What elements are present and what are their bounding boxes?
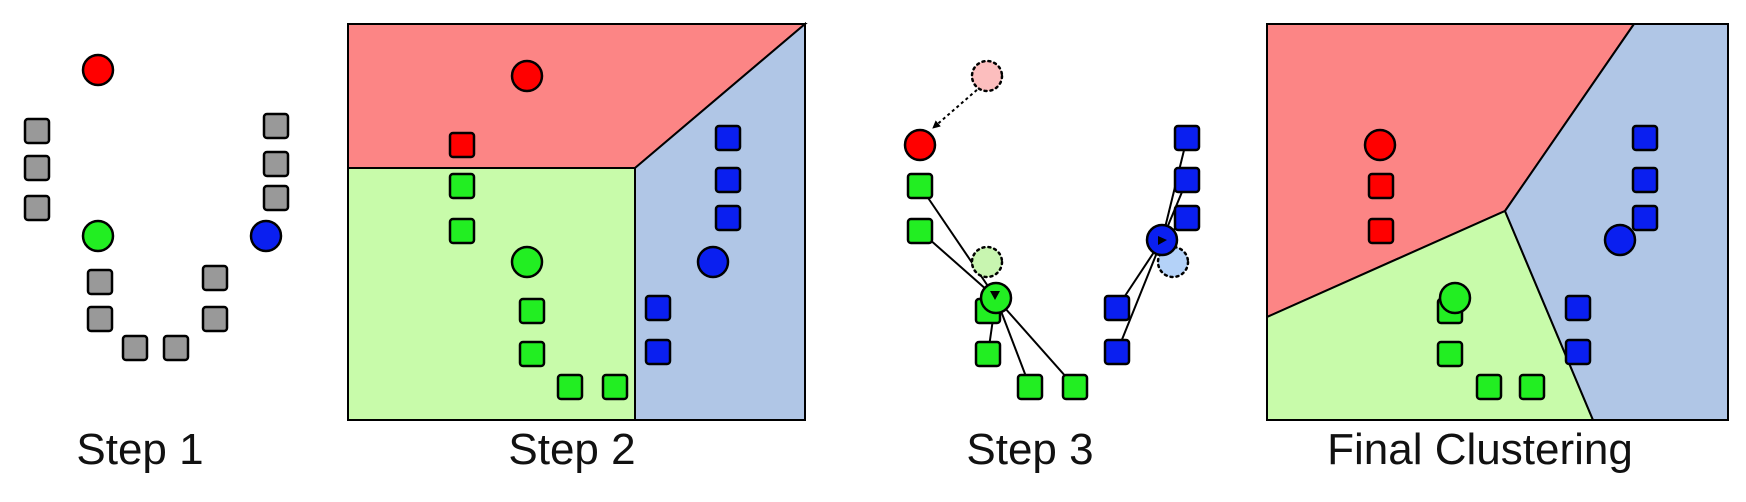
red-data-point — [448, 131, 476, 159]
plot-frame — [1266, 23, 1729, 421]
gray-data-point — [262, 112, 290, 140]
blue-data-point — [714, 204, 742, 232]
blue-data-point — [1631, 166, 1659, 194]
blue-data-point — [1103, 338, 1131, 366]
previous-red-centroid — [970, 59, 1004, 93]
green-data-point — [448, 172, 476, 200]
green-data-point — [1475, 373, 1503, 401]
gray-data-point — [23, 117, 51, 145]
blue-data-point — [644, 338, 672, 366]
assignment-line — [1116, 239, 1163, 353]
gray-data-point — [262, 184, 290, 212]
caption-step-1: Step 1 — [76, 425, 204, 474]
assignment-line — [995, 297, 1076, 388]
blue-data-point — [644, 294, 672, 322]
gray-data-point — [86, 268, 114, 296]
red-centroid — [81, 53, 115, 87]
caption-final-clustering: Final Clustering — [1327, 425, 1633, 474]
gray-data-point — [23, 154, 51, 182]
gray-data-point — [23, 194, 51, 222]
red-centroid — [1363, 128, 1397, 162]
blue-data-point — [1564, 338, 1592, 366]
plot-frame — [347, 23, 806, 421]
green-data-point — [1061, 373, 1089, 401]
gray-data-point — [201, 264, 229, 292]
gray-data-point — [162, 334, 190, 362]
blue-centroid — [1603, 223, 1637, 257]
green-data-point — [1518, 373, 1546, 401]
panel-step-3 — [903, 59, 1201, 401]
blue-data-point — [714, 124, 742, 152]
caption-step-2: Step 2 — [508, 425, 636, 474]
red-centroid — [510, 59, 544, 93]
blue-centroid — [249, 219, 283, 253]
green-centroid — [1438, 281, 1472, 315]
green-centroid — [510, 245, 544, 279]
red-data-point — [1367, 172, 1395, 200]
blue-centroid — [696, 245, 730, 279]
blue-data-point — [1631, 124, 1659, 152]
green-data-point — [1436, 340, 1464, 368]
green-data-point — [601, 373, 629, 401]
previous-green-centroid — [970, 245, 1004, 279]
green-centroid-move-arrow — [990, 291, 1000, 300]
green-data-point — [448, 217, 476, 245]
green-data-point — [518, 340, 546, 368]
blue-data-point — [714, 166, 742, 194]
green-cluster-region — [347, 167, 636, 421]
panel-step-1 — [23, 53, 290, 362]
blue-data-point — [1173, 124, 1201, 152]
red-data-point — [1367, 217, 1395, 245]
red-centroid — [903, 128, 937, 162]
blue-data-point — [1631, 204, 1659, 232]
panel-final-clustering — [1266, 23, 1729, 421]
gray-data-point — [262, 150, 290, 178]
green-centroid — [81, 219, 115, 253]
caption-step-3: Step 3 — [966, 425, 1094, 474]
green-data-point — [906, 172, 934, 200]
panel-step-2 — [347, 21, 808, 421]
assignment-line — [919, 185, 997, 299]
green-data-point — [974, 340, 1002, 368]
green-data-point — [556, 373, 584, 401]
gray-data-point — [201, 305, 229, 333]
blue-data-point — [1103, 294, 1131, 322]
green-data-point — [906, 217, 934, 245]
blue-data-point — [1173, 166, 1201, 194]
green-data-point — [1016, 373, 1044, 401]
blue-data-point — [1173, 204, 1201, 232]
blue-centroid-move-arrow — [1158, 236, 1167, 245]
blue-data-point — [1564, 294, 1592, 322]
green-data-point — [518, 297, 546, 325]
gray-data-point — [121, 334, 149, 362]
gray-data-point — [86, 305, 114, 333]
